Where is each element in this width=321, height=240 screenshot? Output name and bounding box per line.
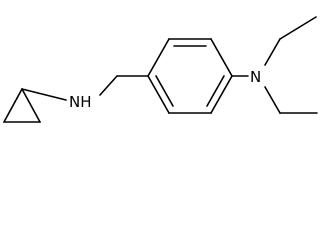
bond-nh-methylene [99, 75, 118, 96]
ring-double-bond-right [206, 75, 225, 107]
bond-n-ethyl-upper-ch2 [264, 38, 281, 66]
ring-bond-right [21, 88, 41, 123]
ring-double-bond-left [155, 75, 174, 107]
ring-bond-4 [210, 75, 233, 114]
bond-n-ethyl-lower-ch2 [264, 86, 281, 114]
ring-bond-3 [210, 38, 233, 77]
cyclopropyl-ring [3, 88, 41, 123]
atom-label-nh: NH [69, 93, 92, 111]
ring-bond-6 [147, 75, 170, 114]
atom-label-n: N [250, 68, 261, 86]
bond-cyclopropyl-nh [21, 88, 67, 101]
benzene-ring [147, 38, 233, 114]
bond-ethyl-upper-ch3 [279, 16, 317, 40]
ring-bond-1 [147, 38, 170, 77]
molecule-diagram: NH N [3, 16, 318, 123]
structure-drawing: NH N [3, 16, 318, 123]
ring-bond-left [3, 88, 23, 123]
